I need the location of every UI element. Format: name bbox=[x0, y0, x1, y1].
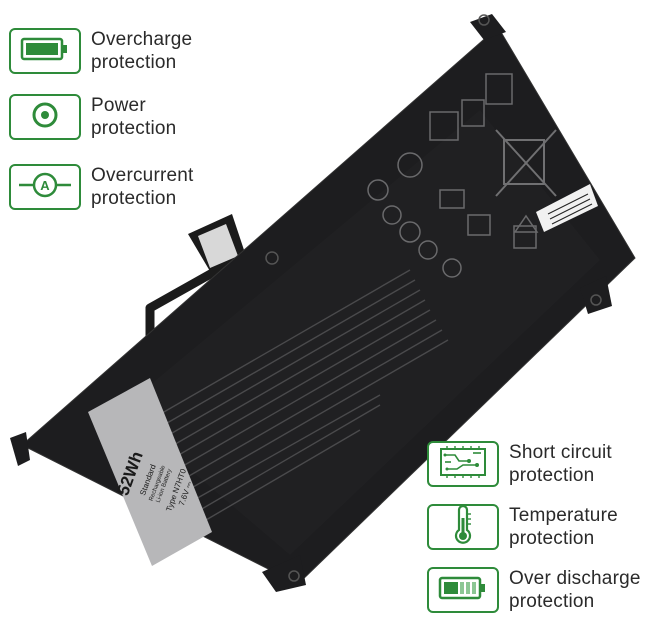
thermometer-icon bbox=[451, 504, 475, 549]
badge-temperature bbox=[427, 504, 499, 550]
circuit-board-icon bbox=[437, 445, 489, 484]
badge-power bbox=[9, 94, 81, 140]
feature-overcharge: Overcharge protection bbox=[9, 28, 192, 74]
battery-low-icon bbox=[438, 575, 488, 606]
battery-body bbox=[10, 14, 636, 592]
rating-panel bbox=[88, 378, 212, 566]
feature-label: Overcharge protection bbox=[91, 29, 193, 73]
feature-temperature: Temperature protection bbox=[427, 504, 618, 550]
weee-bin-icon bbox=[495, 129, 557, 197]
svg-text:A: A bbox=[40, 178, 50, 193]
feature-label: Power protection bbox=[91, 95, 177, 139]
ammeter-icon: A bbox=[17, 170, 73, 205]
feature-label: Short circuit protection bbox=[509, 442, 612, 486]
badge-over-discharge bbox=[427, 567, 499, 613]
power-target-icon bbox=[30, 100, 60, 135]
badge-short-circuit bbox=[427, 441, 499, 487]
feature-label: Over discharge protection bbox=[509, 568, 641, 612]
feature-label: Overcurrent protection bbox=[91, 165, 194, 209]
feature-power: Power protection bbox=[9, 94, 176, 140]
feature-overcurrent: A Overcurrent protection bbox=[9, 164, 194, 210]
badge-overcharge bbox=[9, 28, 81, 74]
feature-short-circuit: Short circuit protection bbox=[427, 441, 612, 487]
badge-overcurrent: A bbox=[9, 164, 81, 210]
battery-full-icon bbox=[20, 36, 70, 67]
feature-label: Temperature protection bbox=[509, 505, 618, 549]
barcode-label bbox=[536, 184, 598, 232]
feature-over-discharge: Over discharge protection bbox=[427, 567, 641, 613]
